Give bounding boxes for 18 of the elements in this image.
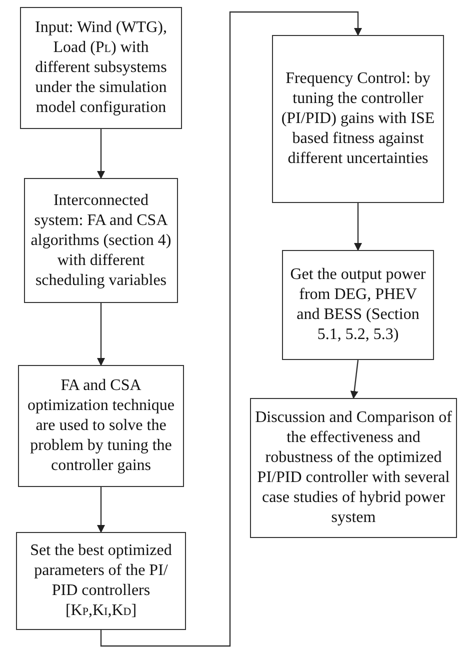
arrow <box>100 11 362 647</box>
box-text: FA and CSA optimization technique are used to solve the problem by tuning the controller gains <box>26 376 176 476</box>
box-text: Interconnected system: FA and CSA algorithms (section 4) with different scheduling variables <box>30 190 172 290</box>
process-box <box>272 35 444 203</box>
box-text: Frequency Control: by tuning the controller (PI/PID) gains with ISE based fitness against different uncertainties <box>280 69 436 169</box>
process-box <box>16 532 186 630</box>
process-box <box>250 398 457 538</box>
arrow <box>97 487 105 533</box>
box-text: Get the output power from DEG, PHEV and BESS (Section 5.1, 5.2, 5.3) <box>289 265 427 345</box>
process-box <box>18 365 184 487</box>
process-box <box>282 250 434 360</box>
box-text: Discussion and Comparison of the effectiveness and robustness of the optimized PI/PID controller with several case studies of hybrid power system <box>254 408 453 528</box>
arrow <box>97 303 105 366</box>
process-box <box>24 178 178 303</box>
arrow <box>354 203 362 251</box>
arrow <box>97 129 105 179</box>
process-box <box>20 7 182 129</box>
arrow <box>350 360 359 399</box>
